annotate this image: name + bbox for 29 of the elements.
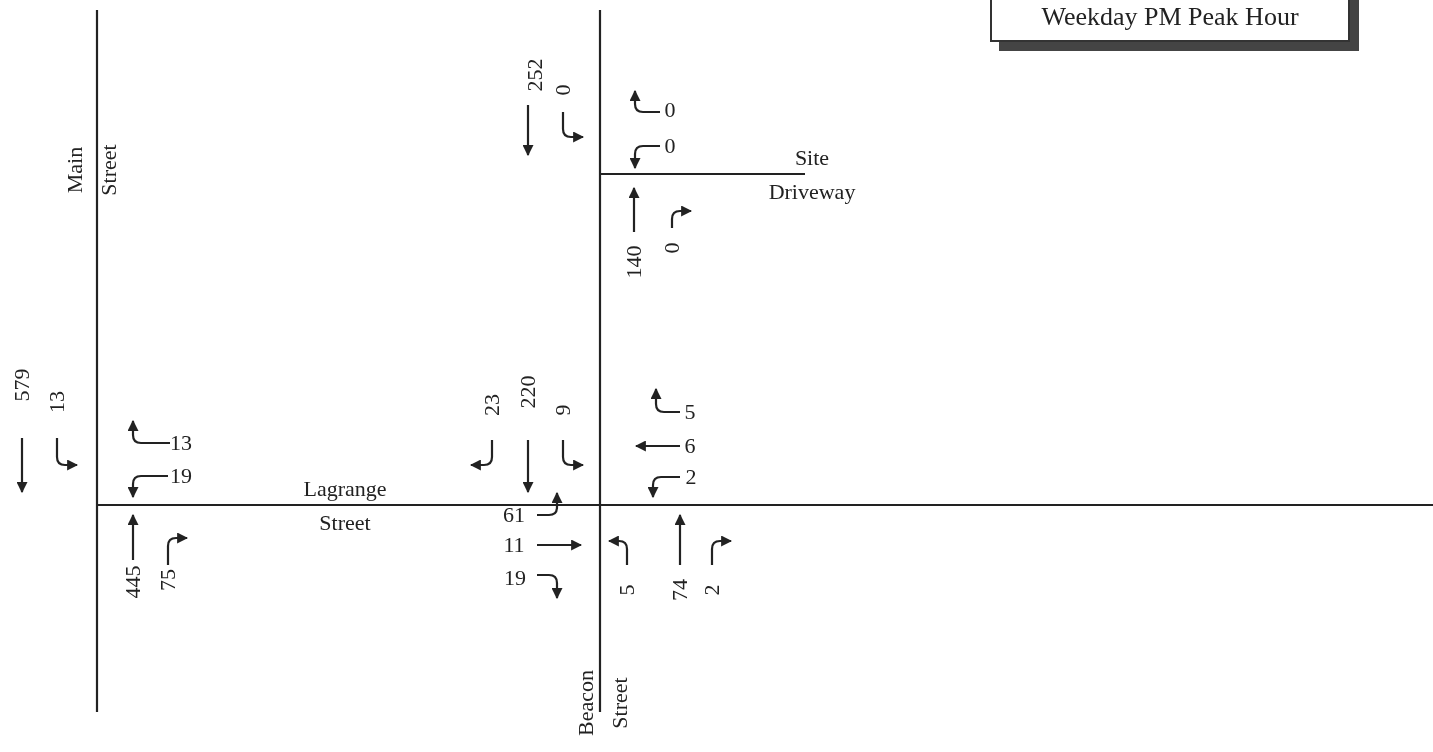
traffic-volume: 5 xyxy=(684,400,696,424)
traffic-volume: 5 xyxy=(615,584,639,596)
traffic-volume: 0 xyxy=(664,98,676,122)
traffic-volume: 9 xyxy=(551,404,575,416)
title-text: Weekday PM Peak Hour xyxy=(1041,2,1299,32)
traffic-volume: 11 xyxy=(503,533,525,557)
traffic-volume: 2 xyxy=(685,465,697,489)
street-name: Site Driveway xyxy=(768,144,856,206)
street-name: Main Street xyxy=(61,144,122,196)
traffic-volume: 75 xyxy=(156,569,180,591)
traffic-volume: 0 xyxy=(664,134,676,158)
traffic-volume: 140 xyxy=(622,245,646,279)
traffic-volume: 6 xyxy=(684,434,696,458)
traffic-volume: 2 xyxy=(700,584,724,596)
street-name: Lagrange Street xyxy=(303,475,387,537)
traffic-volume: 13 xyxy=(45,391,69,413)
traffic-volume: 0 xyxy=(551,84,575,96)
traffic-volume: 252 xyxy=(523,58,547,92)
traffic-volume: 13 xyxy=(170,431,192,455)
traffic-volume: 74 xyxy=(668,579,692,601)
traffic-volume: 61 xyxy=(503,503,525,527)
traffic-volume: 220 xyxy=(516,375,540,409)
traffic-volume: 19 xyxy=(504,566,526,590)
street-name: Beacon Street xyxy=(572,670,633,736)
traffic-volume: 579 xyxy=(10,368,34,402)
traffic-volume: 23 xyxy=(480,394,504,416)
traffic-volume: 0 xyxy=(660,242,684,254)
traffic-volume: 445 xyxy=(121,565,145,599)
traffic-volume: 19 xyxy=(170,464,192,488)
